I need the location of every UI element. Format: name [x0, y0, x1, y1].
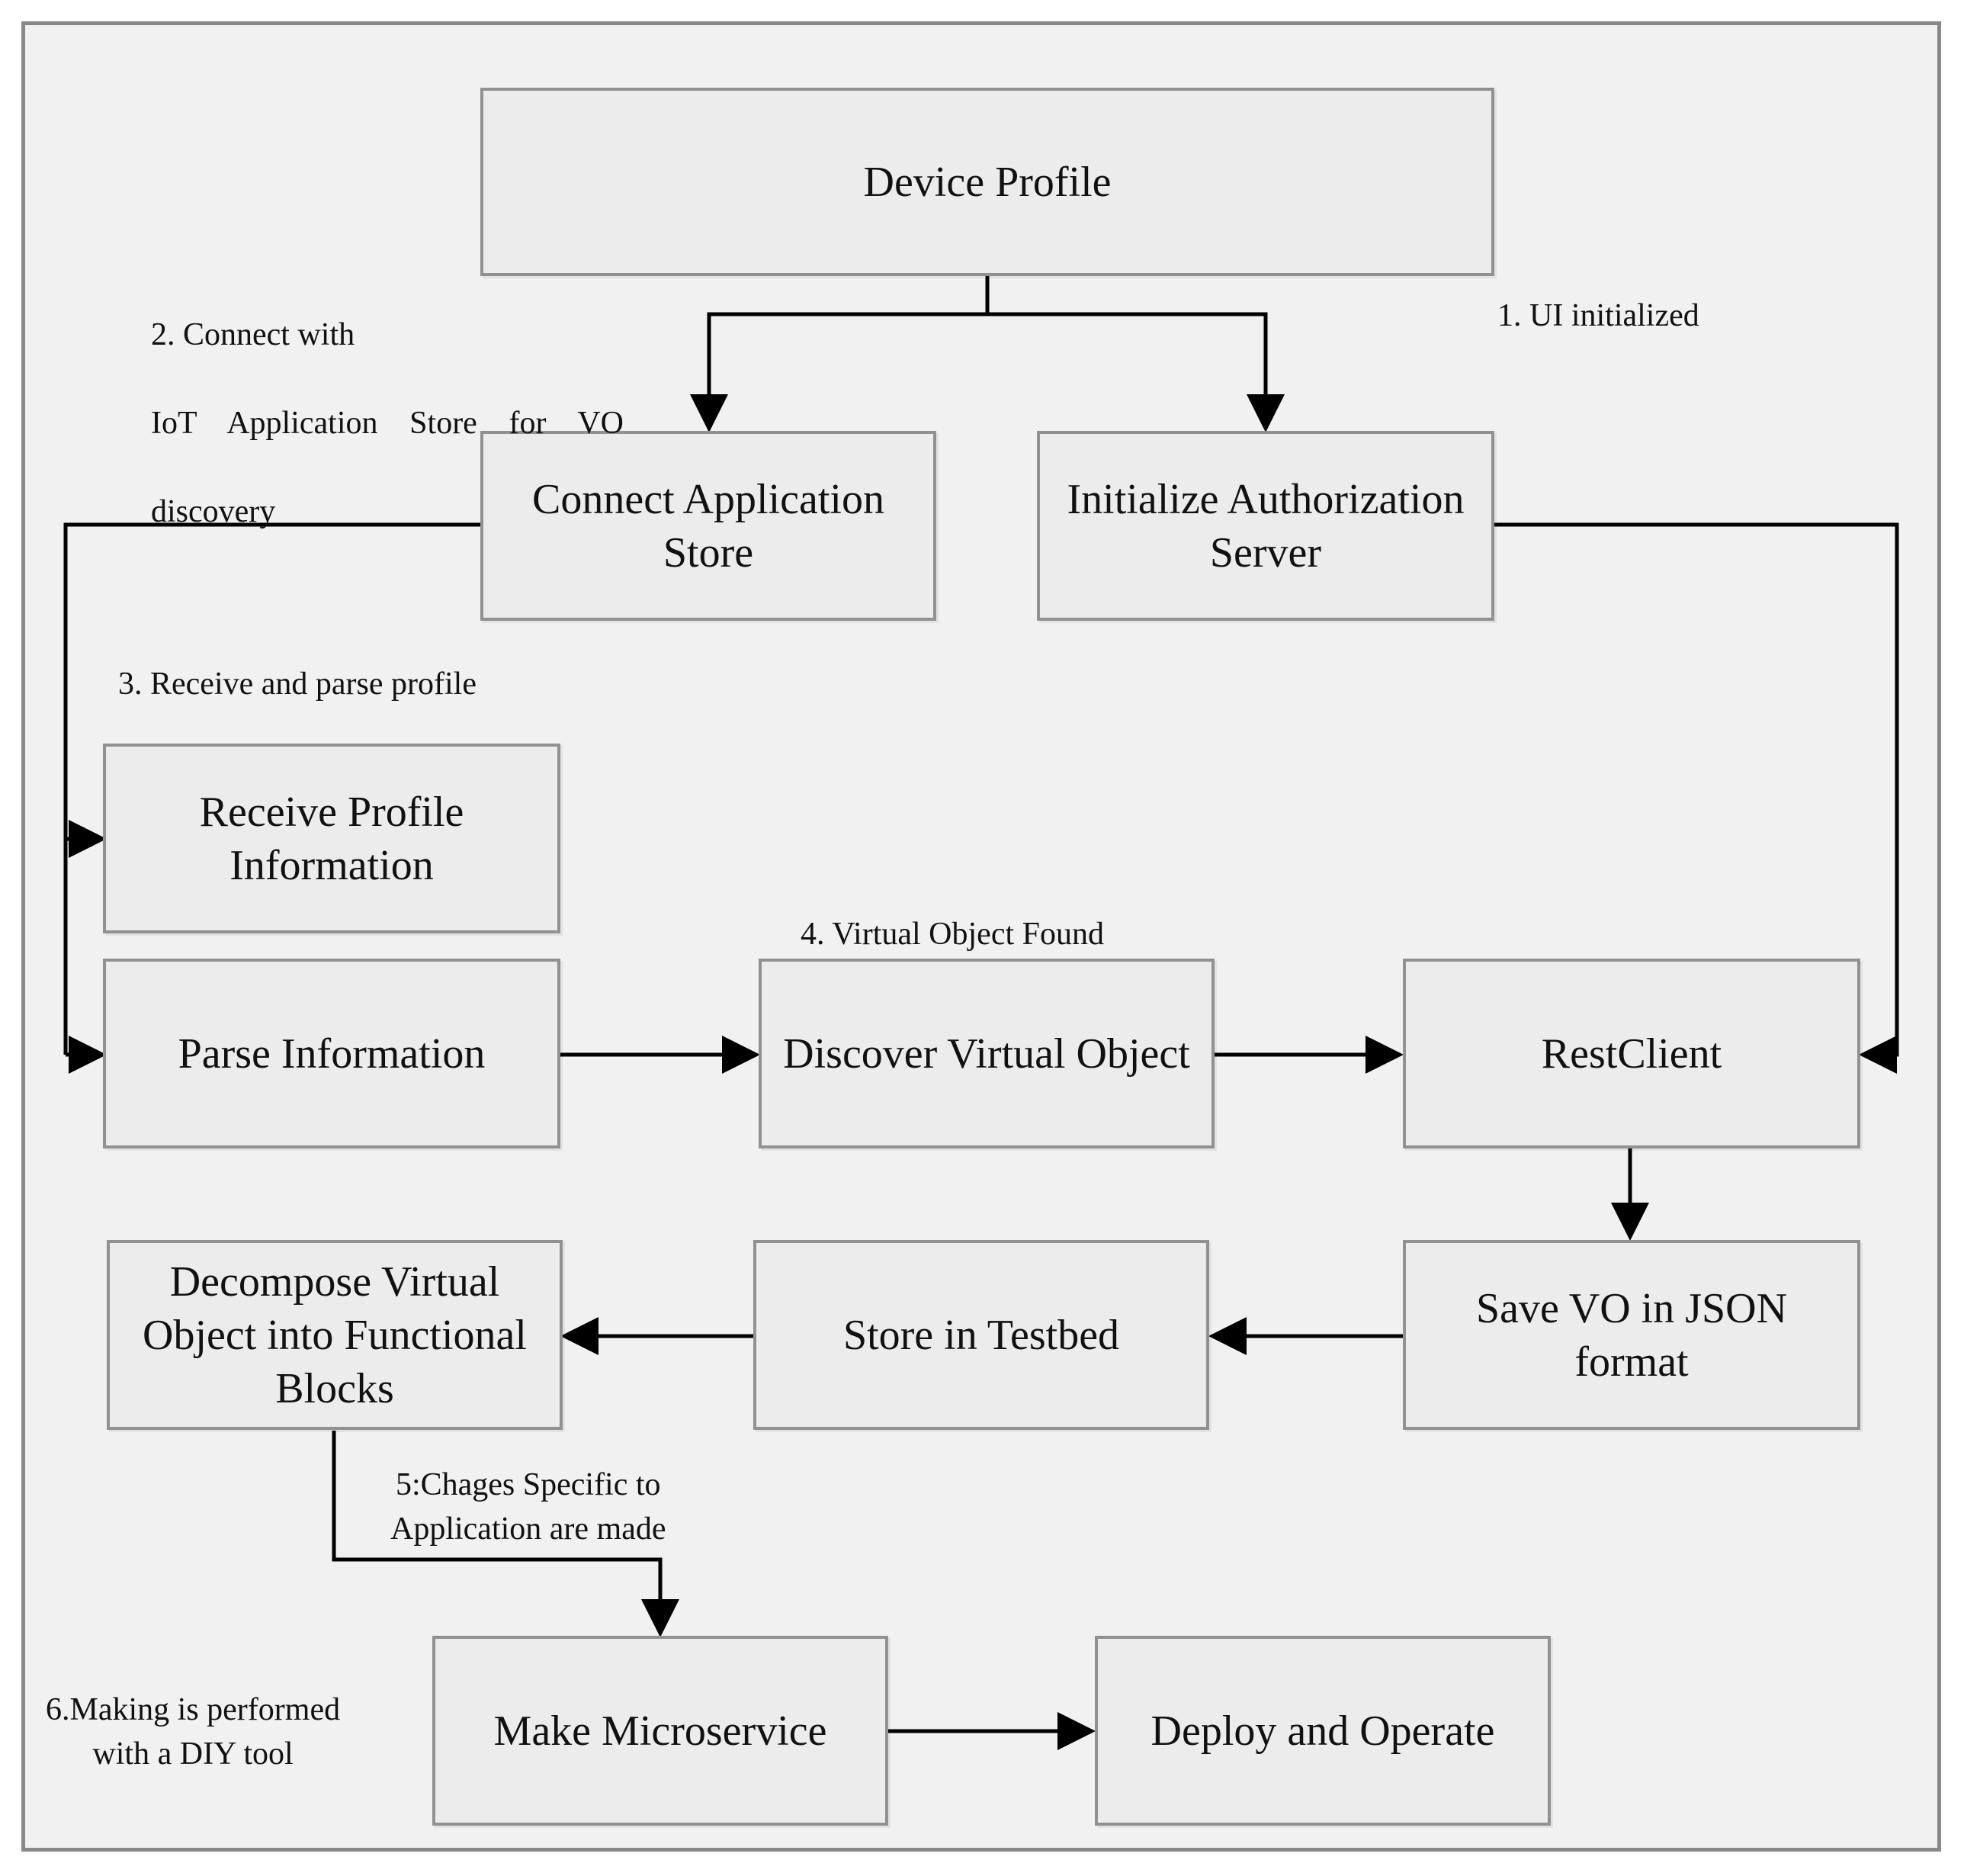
discover-virtual-object-box: Discover Virtual Object	[759, 959, 1215, 1148]
arrow-to-init-auth-server	[987, 312, 1285, 432]
device-profile-box: Device Profile	[480, 88, 1494, 276]
step-5-note: 5:Chages Specific to Application are mad…	[390, 1467, 666, 1547]
step-6-note: 6.Making is performed with a DIY tool	[46, 1692, 341, 1772]
arrow-to-connect-app-store	[690, 312, 987, 432]
receive-profile-information-box: Receive Profile Information	[103, 744, 560, 933]
initialize-authorization-server-box: Initialize Authorization Server	[1037, 431, 1494, 621]
rest-client-box: RestClient	[1403, 959, 1860, 1148]
save-vo-json-box: Save VO in JSON format	[1403, 1240, 1860, 1430]
decompose-virtual-object-box: Decompose Virtual Object into Functional…	[107, 1240, 563, 1430]
connector-app-store-left-rail	[63, 522, 482, 1055]
step-1-note: 1. UI initialized	[1497, 298, 1699, 333]
diagram-frame	[21, 21, 1941, 1852]
make-microservice-box: Make Microservice	[432, 1636, 888, 1826]
step-2-line-1: 2. Connect with	[151, 317, 355, 352]
deploy-and-operate-box: Deploy and Operate	[1095, 1636, 1551, 1826]
parse-information-box: Parse Information	[103, 959, 560, 1148]
arrow-auth-server-to-rest-client	[1492, 522, 1899, 1074]
store-in-testbed-box: Store in Testbed	[753, 1240, 1209, 1430]
step-2-line-2: IoT Application Store for VO	[151, 406, 624, 441]
arrow-decompose-to-make-microservice	[332, 1431, 679, 1637]
step-4-note: 4. Virtual Object Found	[801, 917, 1104, 952]
connect-application-store-box: Connect Application Store	[480, 431, 936, 621]
step-2-line-3: discovery	[151, 494, 276, 529]
step-3-note: 3. Receive and parse profile	[118, 667, 477, 702]
step-2-note: 2. Connect with IoT Application Store fo…	[151, 268, 624, 578]
